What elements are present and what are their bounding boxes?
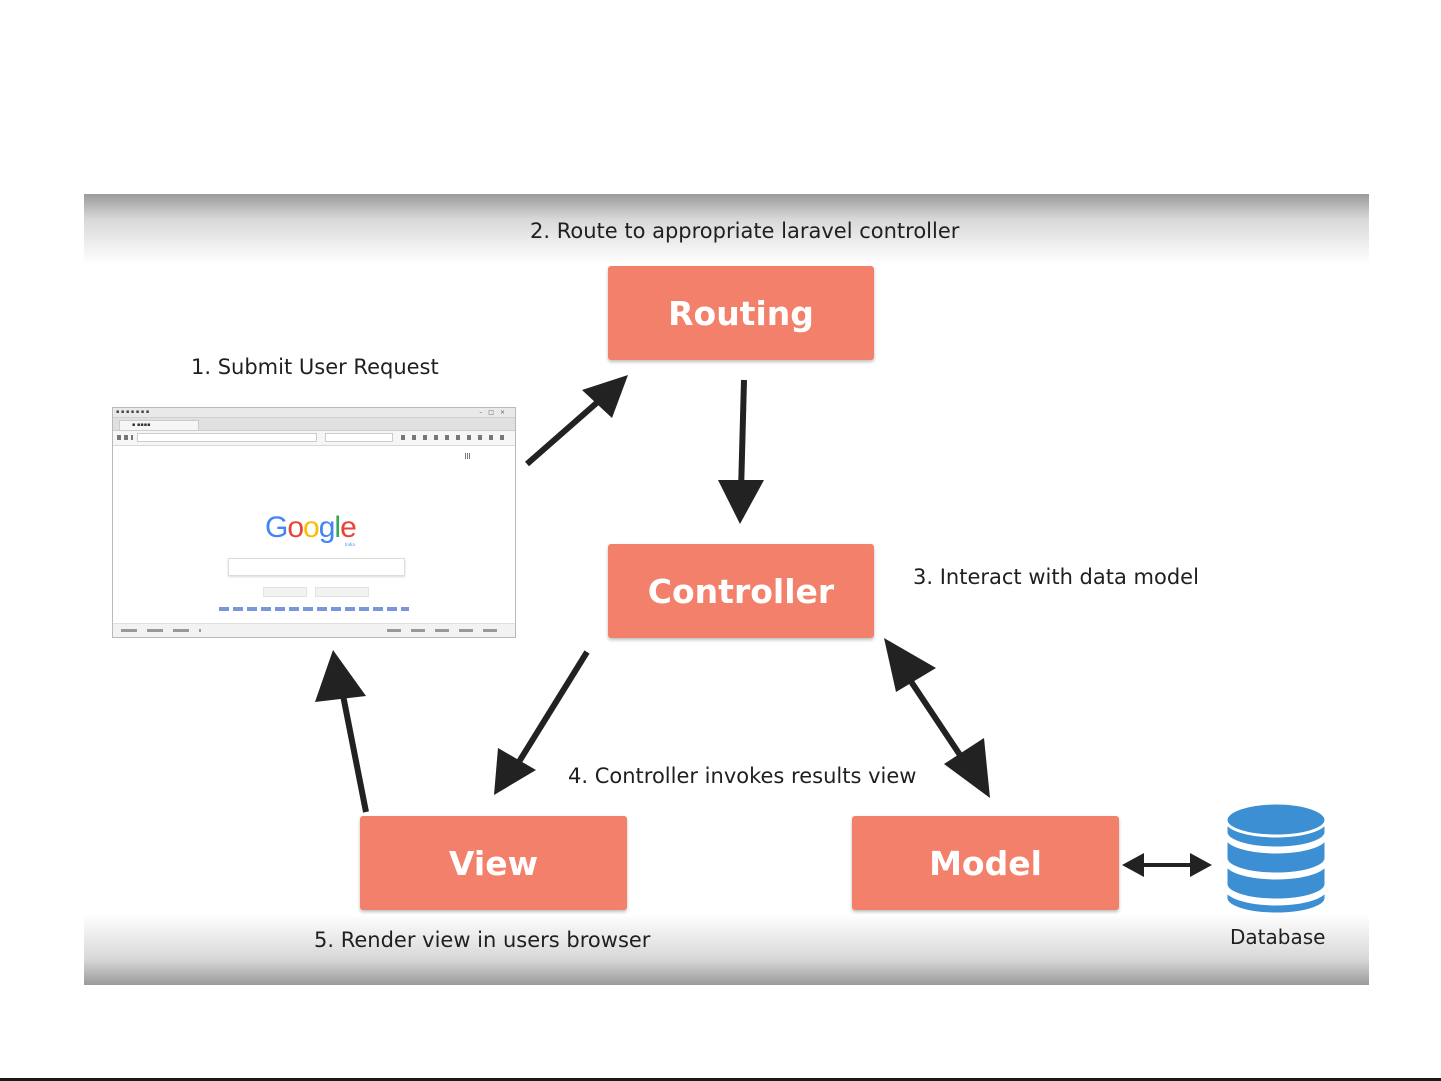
- database-icon: [1224, 800, 1328, 916]
- arrow-controller-to-view: [494, 652, 587, 795]
- arrow-request-to-routing: [527, 375, 628, 464]
- database-label: Database: [1230, 925, 1325, 949]
- arrow-routing-to-controller: [718, 380, 764, 524]
- arrow-controller-model: [884, 638, 990, 798]
- arrow-view-to-browser: [315, 650, 366, 812]
- arrow-model-database: [1122, 853, 1212, 877]
